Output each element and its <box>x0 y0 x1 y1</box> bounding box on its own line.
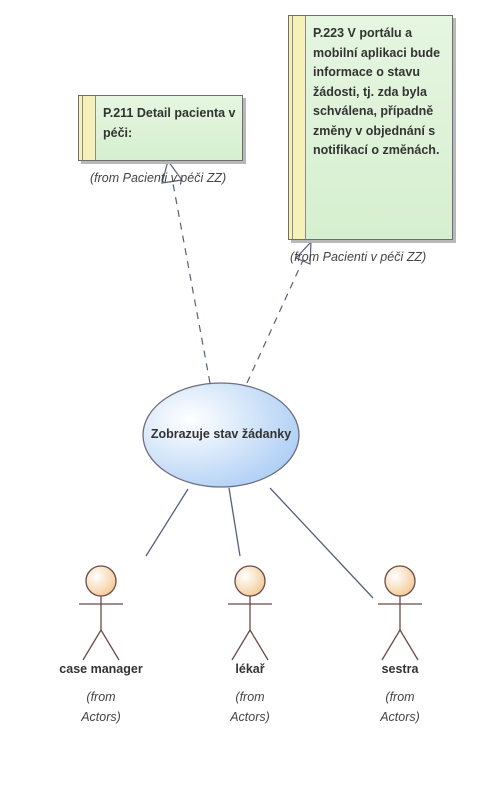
association-lekar[interactable] <box>228 487 241 557</box>
actor-lekar-source: (from Actors) <box>190 687 310 727</box>
requirement-text: P.223 V portálu a mobilní aplikaci bude … <box>313 26 441 157</box>
realization-connector-p211[interactable] <box>161 159 211 384</box>
actor-case-manager-name: case manager <box>59 662 143 676</box>
actor-source-line: (from <box>235 690 265 704</box>
requirement-stripe <box>79 96 96 160</box>
use-case-label: Zobrazuje stav žádanky <box>150 427 292 441</box>
actor-source-line: Actors) <box>380 710 420 724</box>
requirement-p223-source: (from Pacienti v péči ZZ) <box>290 250 427 264</box>
actor-lekar-figure[interactable] <box>228 565 272 661</box>
requirement-text: P.211 Detail pacienta v péči: <box>103 106 236 140</box>
actor-sestra-name: sestra <box>381 662 419 676</box>
requirement-p211[interactable]: P.211 Detail pacienta v péči: <box>78 95 243 161</box>
actor-sestra-figure[interactable] <box>378 565 422 661</box>
requirement-stripe <box>289 16 306 239</box>
association-sestra[interactable] <box>269 487 374 599</box>
actor-case-manager-source: (from Actors) <box>41 687 161 727</box>
actor-case-manager-figure[interactable] <box>79 565 123 661</box>
requirement-p223[interactable]: P.223 V portálu a mobilní aplikaci bude … <box>288 15 453 240</box>
realization-connector-p223[interactable] <box>246 240 312 384</box>
requirement-p211-source: (from Pacienti v péči ZZ) <box>90 171 227 185</box>
association-case-manager[interactable] <box>145 488 189 557</box>
actor-source-line: Actors) <box>81 710 121 724</box>
actor-sestra-source: (from Actors) <box>340 687 460 727</box>
actor-source-line: (from <box>86 690 116 704</box>
use-case-ellipse[interactable] <box>142 382 300 488</box>
actor-source-line: (from <box>385 690 415 704</box>
actor-lekar-name: lékař <box>235 662 265 676</box>
actor-source-line: Actors) <box>230 710 270 724</box>
